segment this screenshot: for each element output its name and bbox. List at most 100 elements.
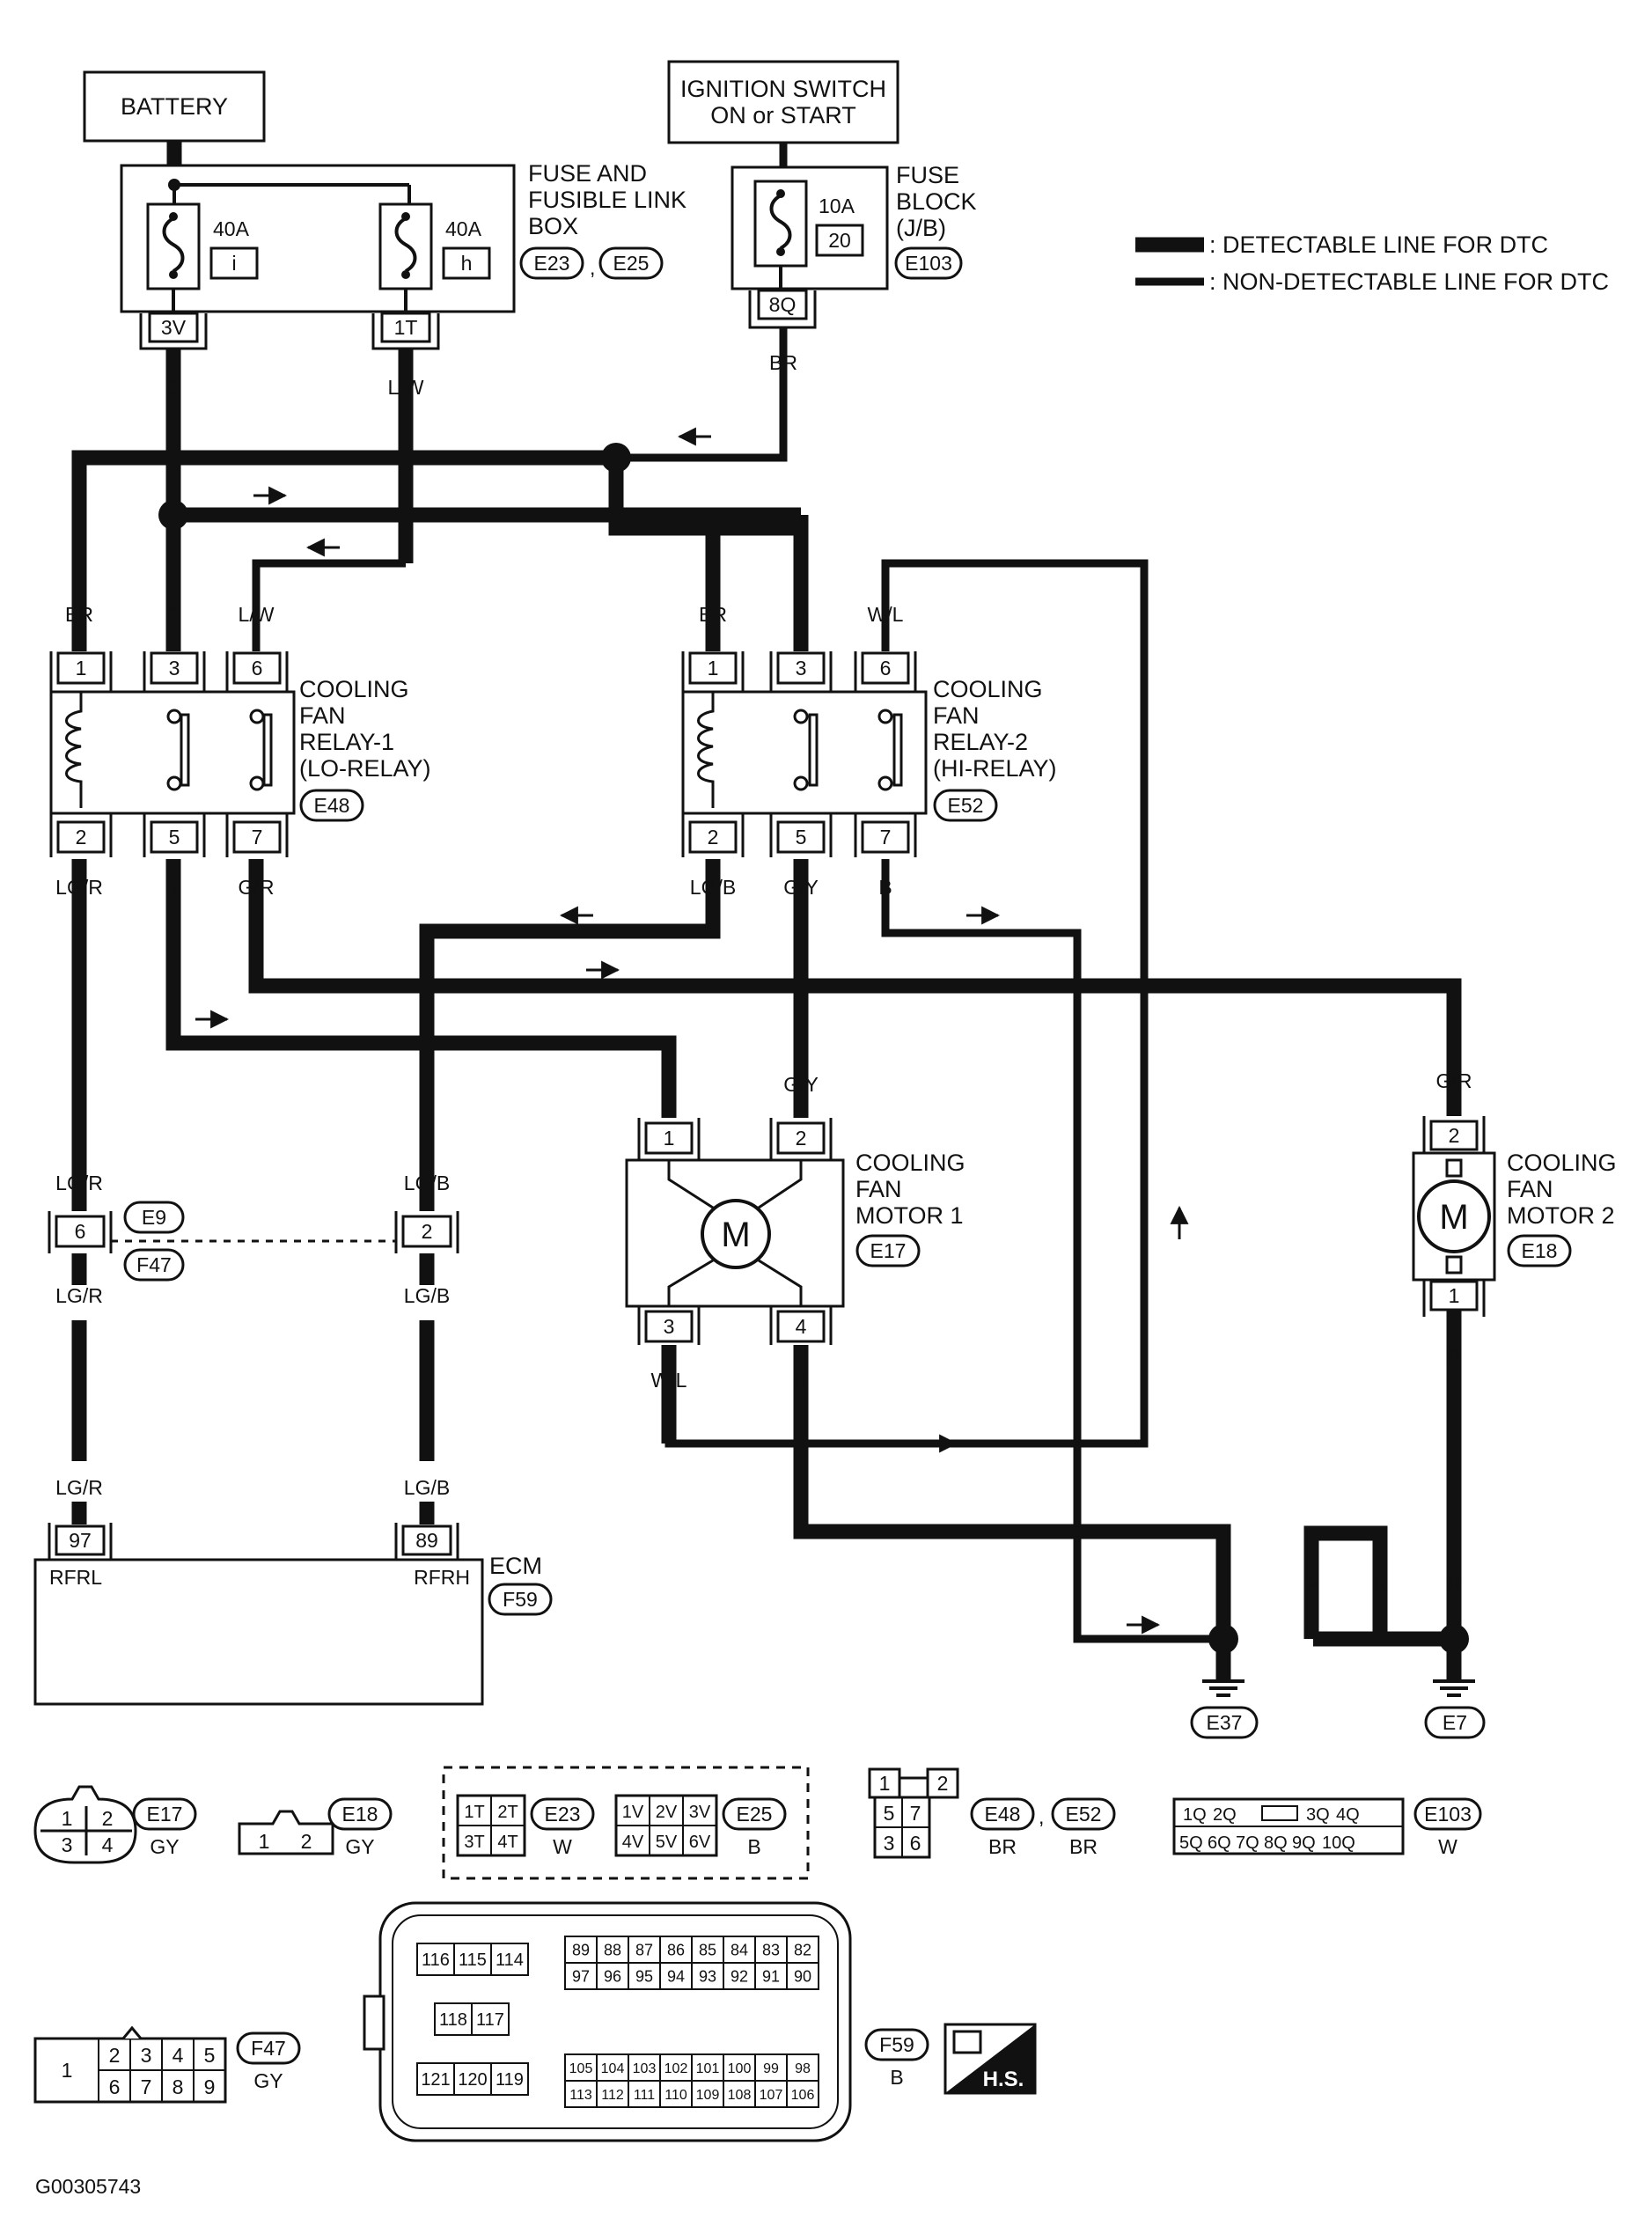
- f59-pin-label: 97: [572, 1967, 590, 1985]
- f59-pin-label: 107: [760, 2088, 783, 2103]
- ground-e37: E37: [1190, 1624, 1259, 1739]
- f59-pin-label: 88: [604, 1941, 621, 1958]
- f59-pin-cell: [490, 2062, 529, 2096]
- f59-pin-label: 82: [794, 1941, 811, 1958]
- svg-text:RELAY-2: RELAY-2: [933, 729, 1028, 755]
- connector-e17-tag: E17: [870, 1239, 907, 1262]
- svg-text:(HI-RELAY): (HI-RELAY): [933, 755, 1057, 782]
- svg-text:F47: F47: [251, 2037, 286, 2060]
- terminal-3v: 3V: [139, 312, 208, 350]
- svg-text:2: 2: [422, 1220, 433, 1243]
- svg-text:5: 5: [796, 826, 807, 849]
- connector-e9-tag: E9: [142, 1206, 166, 1229]
- fusible-link-h: 40A h: [378, 202, 491, 290]
- motor1-symbol-icon: [701, 1199, 771, 1269]
- svg-text:L/W: L/W: [239, 603, 275, 626]
- f59-pin-cell: [786, 1962, 819, 1990]
- svg-text:4: 4: [796, 1315, 807, 1338]
- f59-pin-cell: [691, 1962, 724, 1990]
- connector-views-dashed-group: [442, 1766, 810, 1880]
- f59-pin-label: 116: [422, 1951, 450, 1970]
- f59-pin-label: 106: [791, 2088, 815, 2103]
- f59-pin-cell: [453, 2062, 492, 2096]
- svg-text:3: 3: [169, 657, 180, 680]
- legend-non-detectable: : NON-DETECTABLE LINE FOR DTC: [1209, 268, 1609, 295]
- svg-text:4: 4: [102, 1833, 114, 1856]
- svg-text:LG/B: LG/B: [404, 1476, 450, 1499]
- svg-text:3V: 3V: [161, 316, 187, 339]
- f59-pin-cell: [786, 2080, 819, 2108]
- svg-text:1T: 1T: [464, 1803, 484, 1822]
- svg-text:B: B: [1373, 1575, 1386, 1598]
- connector-f47-tag: F47: [136, 1253, 172, 1276]
- svg-text:97: 97: [69, 1529, 92, 1552]
- svg-text:MOTOR 1: MOTOR 1: [855, 1202, 964, 1229]
- svg-text:1V: 1V: [622, 1803, 644, 1822]
- svg-text:COOLING: COOLING: [855, 1150, 966, 1176]
- f59-pin-cell: [723, 1962, 756, 1990]
- svg-text:FAN: FAN: [855, 1176, 902, 1202]
- cooling-fan-relay-1: 1 3 6 2 5 7 COOLING FAN RELAY-1 (LO-RELA…: [49, 651, 431, 857]
- f59-pin-cell: [754, 1936, 788, 1964]
- svg-text:89: 89: [415, 1529, 438, 1552]
- connector-e48-tag: E48: [314, 794, 350, 817]
- svg-text:1: 1: [76, 657, 87, 680]
- svg-text:,: ,: [1039, 1805, 1044, 1828]
- f59-pin-label: 86: [667, 1941, 685, 1958]
- svg-text:LG/R: LG/R: [55, 1476, 103, 1499]
- svg-text:FAN: FAN: [299, 702, 346, 729]
- svg-text:2T: 2T: [497, 1803, 518, 1822]
- svg-text:1: 1: [62, 1807, 73, 1830]
- connector-e25-tag: E25: [613, 252, 650, 275]
- fuse-h-rating: 40A: [445, 217, 482, 240]
- cooling-fan-motor-2: 2 1 M COOLING FAN MOTOR 2 E18: [1412, 1116, 1617, 1317]
- cooling-fan-motor-1: 1 2 3 4 M COOLING FAN MOTOR 1 E17: [625, 1118, 966, 1345]
- ground-e7: E7: [1424, 1624, 1486, 1739]
- f59-pin-label: 91: [762, 1967, 780, 1985]
- svg-text:2: 2: [937, 1772, 949, 1795]
- svg-text:10Q: 10Q: [1322, 1833, 1355, 1853]
- f59-pin-label: 115: [459, 1951, 487, 1970]
- svg-text:RELAY-1: RELAY-1: [299, 729, 394, 755]
- svg-text:M: M: [721, 1216, 750, 1254]
- f59-pin-label: 119: [496, 2070, 524, 2090]
- svg-text:LG/R: LG/R: [55, 876, 103, 899]
- svg-text:3Q: 3Q: [1306, 1805, 1330, 1825]
- svg-text:E25: E25: [737, 1803, 773, 1826]
- svg-text:,: ,: [590, 256, 595, 279]
- svg-text:ECM: ECM: [489, 1553, 542, 1579]
- svg-text:1T: 1T: [394, 316, 418, 339]
- f59-pin-cell: [628, 2053, 661, 2082]
- svg-text:3: 3: [141, 2044, 152, 2067]
- svg-text:6V: 6V: [689, 1833, 711, 1852]
- svg-text:2: 2: [109, 2044, 121, 2067]
- f59-pin-label: 114: [496, 1951, 524, 1970]
- svg-text:G/R: G/R: [1436, 1069, 1472, 1092]
- cooling-fan-relay-2: 1 3 6 2 5 7 COOLING FAN RELAY-2 (HI-RELA…: [681, 651, 1057, 857]
- f59-pin-cell: [596, 1962, 629, 1990]
- svg-text:2Q: 2Q: [1213, 1805, 1237, 1825]
- connector-e18-tag: E18: [1522, 1239, 1558, 1262]
- fuse-box-label-3: BOX: [528, 213, 578, 239]
- svg-text:E18: E18: [342, 1803, 378, 1826]
- svg-text:1: 1: [708, 657, 719, 680]
- svg-text:1: 1: [62, 2059, 73, 2082]
- svg-text:5Q: 5Q: [1179, 1833, 1203, 1853]
- f59-pin-cell: [659, 2080, 693, 2108]
- svg-text:7Q: 7Q: [1236, 1833, 1259, 1853]
- svg-text:6Q: 6Q: [1208, 1833, 1231, 1853]
- svg-text:5: 5: [204, 2044, 216, 2067]
- f59-pin-label: 104: [601, 2061, 625, 2076]
- f59-pin-label: 84: [731, 1941, 748, 1958]
- svg-text:B: B: [1447, 1344, 1460, 1367]
- svg-text:E23: E23: [545, 1803, 581, 1826]
- connector-view-e17: 1 2 3 4 E17 GY: [33, 1785, 197, 1864]
- svg-text:COOLING: COOLING: [1507, 1150, 1617, 1176]
- ignition-label-line1: IGNITION SWITCH: [680, 76, 886, 102]
- fuse-box-label-1: FUSE AND: [528, 160, 647, 187]
- fuse-block-jb: 10A 20 8Q FUSE BLOCK (J/B) E103: [731, 143, 977, 329]
- svg-text:6: 6: [252, 657, 263, 680]
- ecm-module: 97 89 RFRL RFRH ECM F59: [33, 1523, 553, 1706]
- f59-pin-label: 95: [635, 1967, 653, 1985]
- svg-text:7: 7: [141, 2075, 152, 2098]
